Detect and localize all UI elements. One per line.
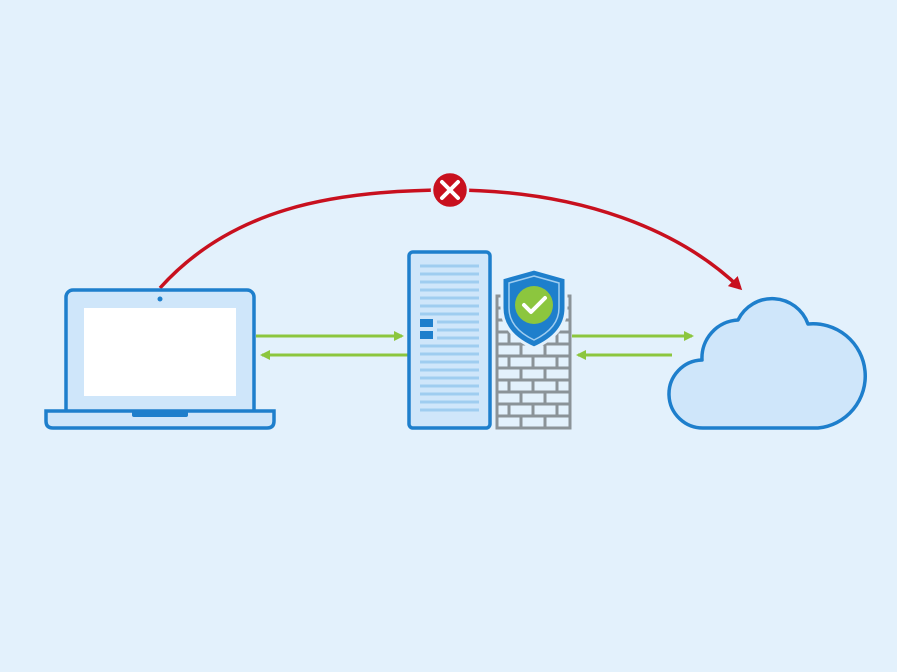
shield-check-icon xyxy=(500,267,568,350)
cloud-icon xyxy=(667,296,867,430)
check-circle-icon xyxy=(515,286,553,324)
server-icon xyxy=(407,250,492,430)
x-circle-icon xyxy=(430,170,470,210)
laptop-icon xyxy=(44,288,276,430)
checkmark-icon xyxy=(522,296,547,314)
